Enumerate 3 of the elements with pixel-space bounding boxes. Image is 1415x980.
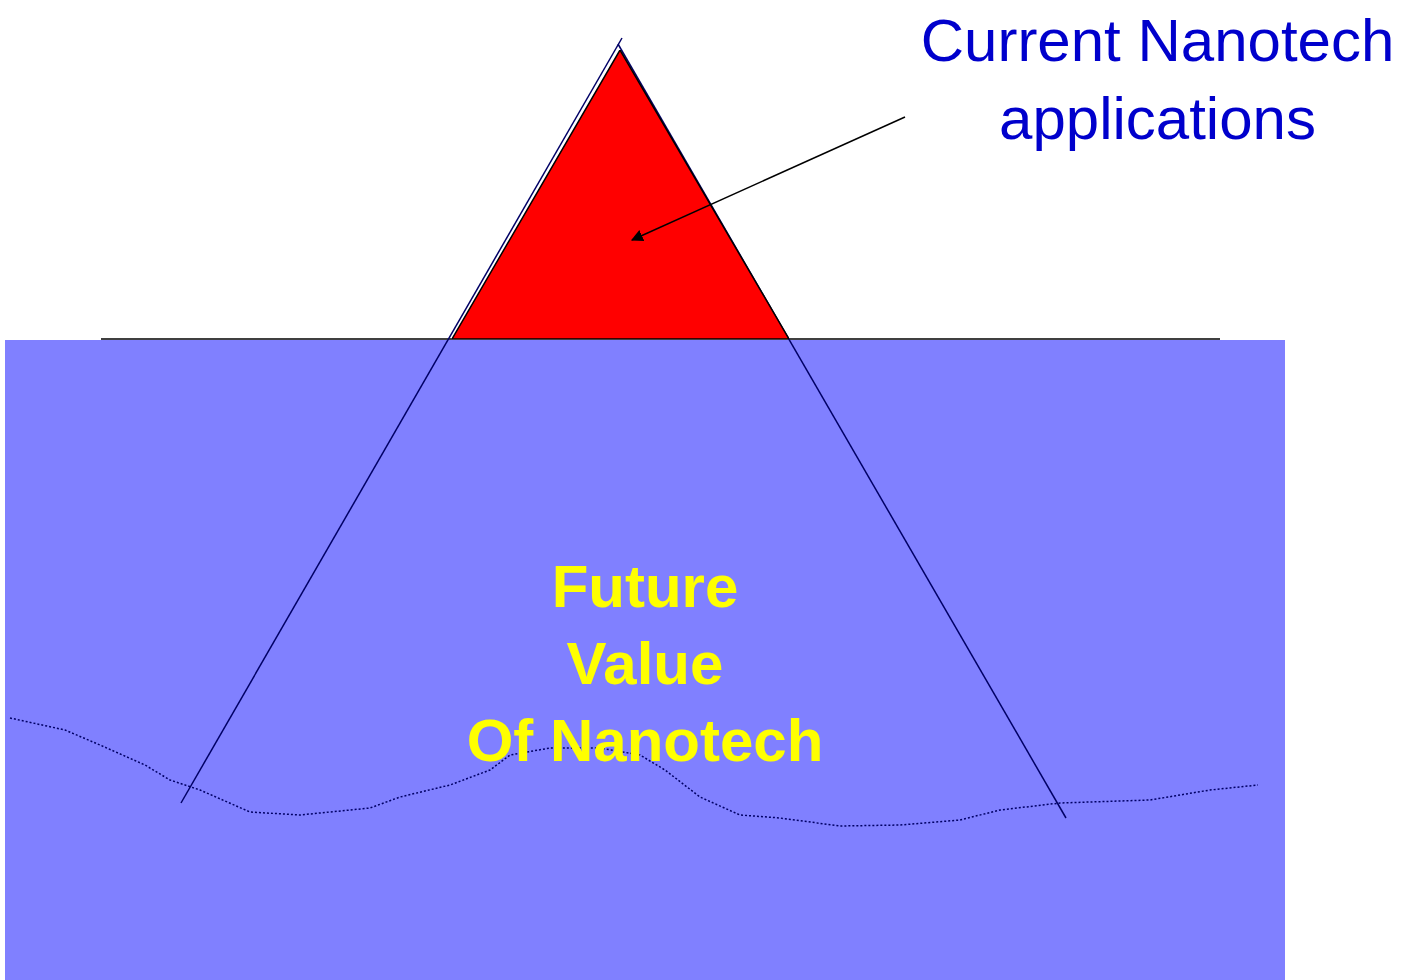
iceberg-caption: Future Value Of Nanotech — [465, 552, 825, 776]
leader-line — [630, 116, 906, 242]
callout-text: Current Nanotech applications — [905, 2, 1410, 158]
